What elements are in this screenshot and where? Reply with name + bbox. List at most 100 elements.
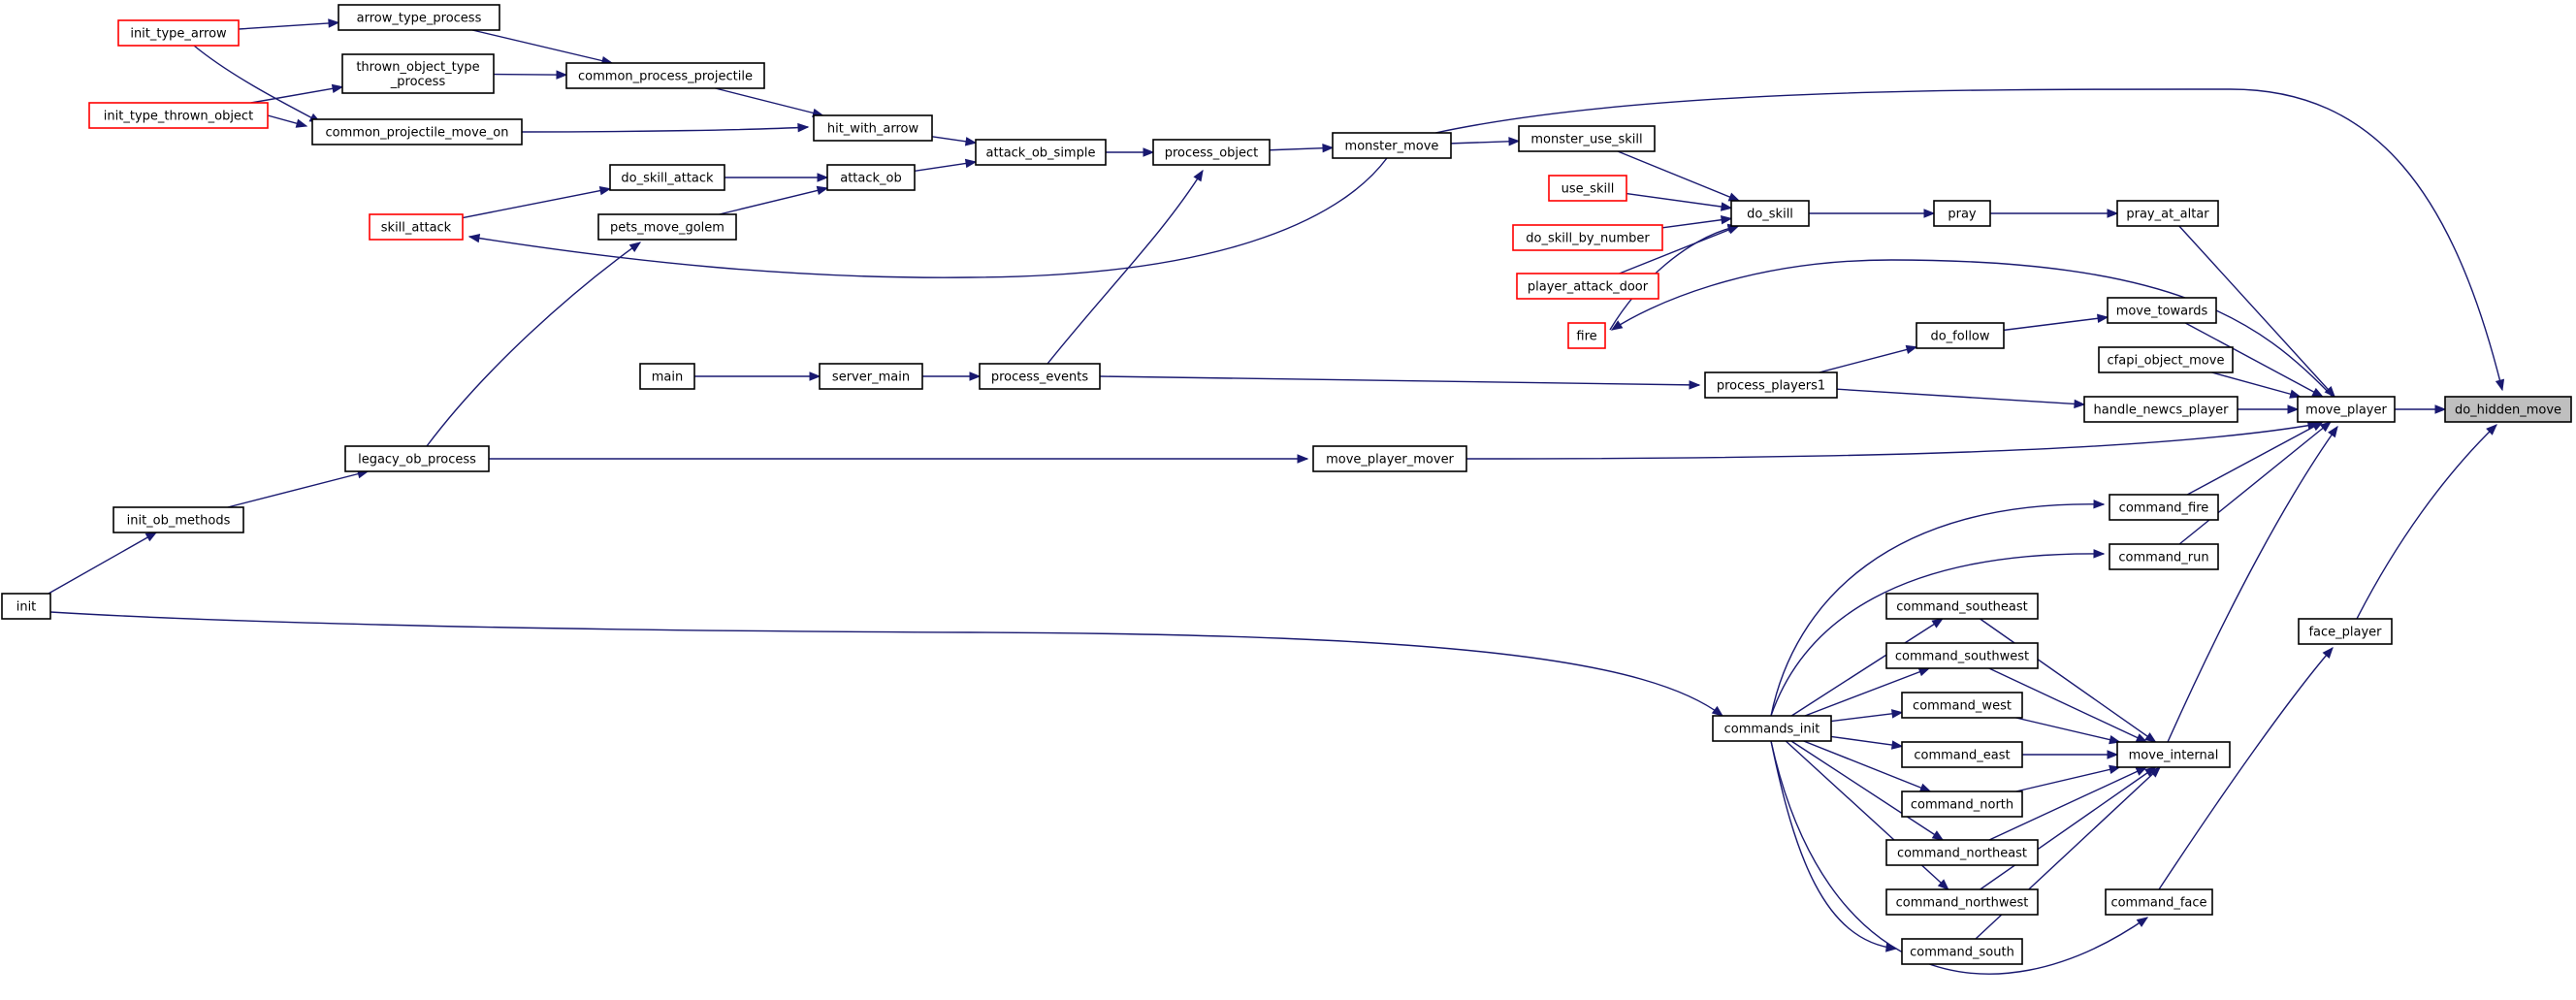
node-label: process_players1 [1717, 379, 1825, 394]
node-label: do_follow [1930, 330, 1989, 344]
node-attack_ob_simple[interactable]: attack_ob_simple [975, 139, 1107, 166]
edge-line [1626, 192, 1732, 210]
node-command_northwest[interactable]: command_northwest [1885, 888, 2039, 916]
node-label: command_east [1914, 749, 2010, 763]
edge-arrowhead [1689, 380, 1701, 390]
node-command_west[interactable]: command_west [1901, 692, 2023, 719]
node-do_follow[interactable]: do_follow [1916, 322, 2005, 349]
edge-line [914, 161, 977, 173]
node-init[interactable]: init [1, 593, 51, 620]
edge-skill_attack-to-do_skill_attack [462, 185, 612, 219]
node-process_players1[interactable]: process_players1 [1704, 371, 1838, 399]
edge-line [1046, 170, 1204, 365]
node-box [2098, 346, 2234, 373]
edge-init-to-commands_init [49, 611, 1724, 717]
edge-command_northwest-to-move_internal [1980, 766, 2157, 890]
edge-arrowhead [1727, 192, 1741, 202]
node-command_south[interactable]: command_south [1901, 938, 2023, 965]
node-command_fire[interactable]: command_fire [2109, 494, 2219, 521]
edge-legacy_ob_process-to-pets_move_golem [426, 242, 642, 447]
node-hit_with_arrow[interactable]: hit_with_arrow [813, 114, 933, 142]
node-face_player[interactable]: face_player [2298, 618, 2393, 645]
node-attack_ob[interactable]: attack_ob [826, 164, 916, 191]
node-common_projectile_move_on[interactable]: common_projectile_move_on [311, 118, 523, 145]
node-pray[interactable]: pray [1933, 200, 1991, 227]
node-label: common_process_projectile [578, 70, 753, 84]
edge-line [2003, 316, 2109, 332]
node-label: do_skill [1747, 208, 1793, 222]
node-move_towards[interactable]: move_towards [2107, 297, 2217, 324]
edge-common_projectile_move_on-to-hit_with_arrow [521, 122, 810, 133]
edge-arrowhead [1297, 454, 1309, 464]
edge-line [49, 611, 1723, 717]
node-box [117, 19, 240, 47]
edge-arrowhead [1923, 209, 1936, 218]
node-process_events[interactable]: process_events [979, 363, 1101, 390]
node-command_face[interactable]: command_face [2105, 888, 2213, 916]
node-command_north[interactable]: command_north [1901, 790, 2023, 818]
node-arrow_type_process[interactable]: arrow_type_process [338, 4, 500, 31]
node-label: attack_ob [840, 172, 902, 186]
node-do_skill_by_number[interactable]: do_skill_by_number [1512, 224, 1663, 251]
node-label: skill_attack [381, 221, 452, 236]
node-command_southwest[interactable]: command_southwest [1885, 642, 2039, 669]
node-skill_attack[interactable]: skill_attack [369, 213, 464, 241]
edge-line [2184, 322, 2324, 398]
node-command_southeast[interactable]: command_southeast [1885, 593, 2039, 620]
node-monster_move[interactable]: monster_move [1332, 132, 1452, 159]
node-move_internal[interactable]: move_internal [2116, 741, 2231, 768]
node-label: move_player [2305, 403, 2387, 418]
node-label: process_object [1165, 146, 1259, 161]
node-use_skill[interactable]: use_skill [1548, 175, 1627, 202]
node-label: commands_init [1724, 723, 1820, 737]
node-label: move_player_mover [1326, 453, 1454, 468]
edge-line [1988, 667, 2147, 743]
node-process_object[interactable]: process_object [1152, 139, 1271, 166]
edge-thrown_object_type_process-to-common_process_projectile [493, 70, 568, 80]
node-legacy_ob_process[interactable]: legacy_ob_process [344, 445, 490, 472]
edge-move_player_mover-to-move_player [1465, 421, 2320, 460]
edge-commands_init-to-command_northeast [1790, 740, 1945, 841]
node-command_run[interactable]: command_run [2109, 543, 2219, 570]
node-commands_init[interactable]: commands_init [1712, 715, 1832, 742]
node-do_skill[interactable]: do_skill [1730, 200, 1810, 227]
node-box [1885, 888, 2039, 916]
node-cfapi_object_move[interactable]: cfapi_object_move [2098, 346, 2234, 373]
node-label: arrow_type_process [357, 12, 482, 26]
node-init_type_arrow[interactable]: init_type_arrow [117, 19, 240, 47]
edge-arrowhead [1890, 740, 1904, 750]
node-common_process_projectile[interactable]: common_process_projectile [565, 62, 765, 89]
edge-line [2167, 426, 2338, 743]
node-init_ob_methods[interactable]: init_ob_methods [113, 506, 244, 533]
edge-attack_ob-to-attack_ob_simple [914, 158, 978, 173]
node-do_skill_attack[interactable]: do_skill_attack [609, 164, 725, 191]
node-box [1901, 692, 2023, 719]
node-server_main[interactable]: server_main [819, 363, 923, 390]
node-box [1933, 200, 1991, 227]
edge-line [1619, 225, 1739, 274]
edge-arrowhead [2495, 378, 2505, 392]
node-pets_move_golem[interactable]: pets_move_golem [597, 213, 737, 241]
edge-line [471, 29, 613, 64]
node-move_player_mover[interactable]: move_player_mover [1312, 445, 1467, 472]
edge-arrowhead [2287, 404, 2300, 414]
node-label: init_type_thrown_object [104, 110, 253, 124]
node-handle_newcs_player[interactable]: handle_newcs_player [2083, 396, 2238, 423]
node-command_east[interactable]: command_east [1901, 741, 2023, 768]
node-do_hidden_move[interactable]: do_hidden_move [2444, 396, 2572, 423]
node-box [819, 363, 923, 390]
edge-move_player-to-do_hidden_move [2395, 404, 2447, 414]
node-monster_use_skill[interactable]: monster_use_skill [1518, 125, 1656, 152]
edge-arrowhead [2093, 549, 2106, 559]
node-player_attack_door[interactable]: player_attack_door [1516, 273, 1659, 300]
node-box [1704, 371, 1838, 399]
node-move_player[interactable]: move_player [2297, 396, 2396, 423]
node-main[interactable]: main [639, 363, 695, 390]
node-thrown_object_type_process[interactable]: thrown_object_type_process [341, 53, 495, 94]
node-pray_at_altar[interactable]: pray_at_altar [2116, 200, 2219, 227]
node-init_type_thrown_object[interactable]: init_type_thrown_object [88, 102, 269, 129]
node-box [344, 445, 490, 472]
node-box [1518, 125, 1656, 152]
node-fire[interactable]: fire [1567, 322, 1606, 349]
node-command_northeast[interactable]: command_northeast [1885, 839, 2039, 866]
